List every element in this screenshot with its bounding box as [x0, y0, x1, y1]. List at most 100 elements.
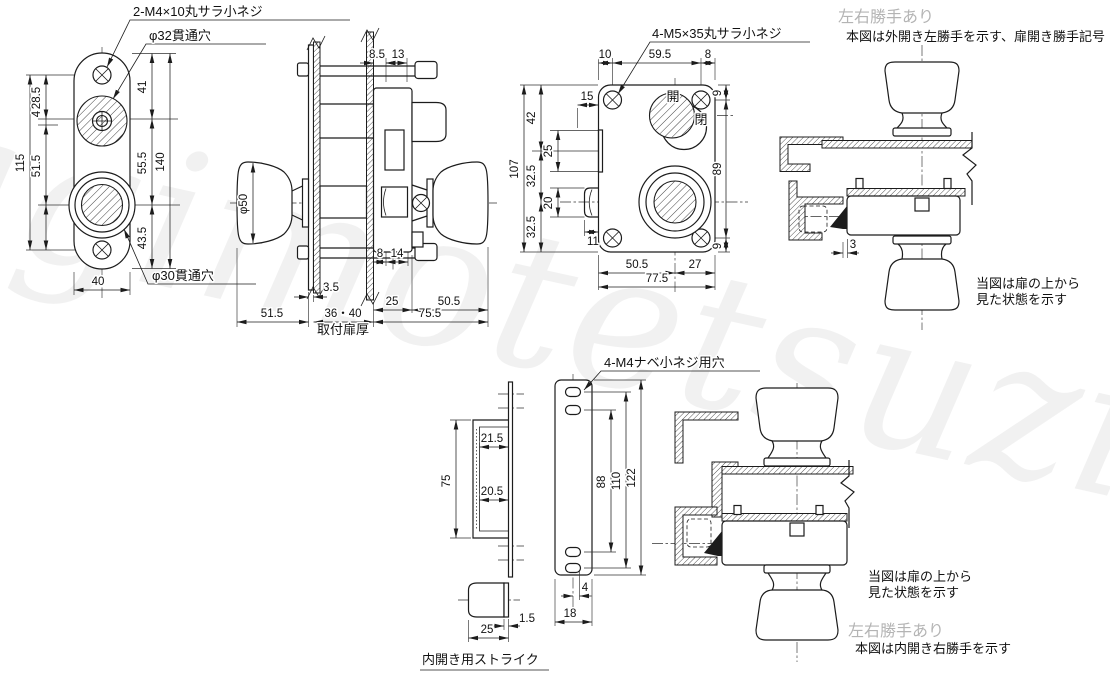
- dim-label: 11: [587, 236, 599, 248]
- dim-label: 13: [392, 49, 405, 61]
- dim-label: 8: [705, 49, 711, 61]
- screw-cross-icon: [95, 68, 109, 82]
- dim-label: 21.5: [481, 433, 503, 445]
- screw-slot: [564, 546, 582, 558]
- screw-cross-icon: [694, 93, 708, 107]
- latch-curve: [588, 189, 593, 216]
- dim-label: 40: [92, 276, 105, 288]
- view-note: 当図は扉の上から: [868, 569, 972, 584]
- extension-lines: [450, 419, 509, 642]
- dim-label: 88: [596, 476, 608, 489]
- hole30-label: φ30貫通穴: [152, 268, 214, 283]
- strike-frame-section: [788, 180, 844, 241]
- extension-lines: [554, 379, 646, 626]
- break-line-icon: [840, 460, 855, 528]
- break-line-icon: [962, 132, 977, 205]
- knob-top: [755, 387, 839, 442]
- dim-label: 20.5: [481, 486, 503, 498]
- knob-neck: [897, 243, 947, 260]
- dim-label: 8.5: [369, 49, 385, 61]
- door-thickness-label: 取付扉厚: [317, 322, 369, 337]
- mount-stud: [943, 177, 952, 190]
- post-boss: [414, 60, 438, 80]
- view-note: 見た状態を示す: [868, 585, 959, 600]
- dim-label: 9: [712, 243, 724, 249]
- strike-frame-section: [674, 506, 718, 566]
- handing-detail-note: 本図は外開き左勝手を示す、扉開き勝手記号: [846, 29, 1105, 44]
- dim-label: 8: [377, 248, 383, 260]
- screw-head: [296, 245, 310, 260]
- latch-bolt: [830, 206, 847, 229]
- door-skin-section: [366, 31, 374, 301]
- knob-inside: [432, 161, 489, 245]
- screw-spec-label: 2-M4×10丸サラ小ネジ: [133, 4, 263, 19]
- knob-top: [884, 61, 960, 114]
- screw-spec-label: 4-M5×35丸サラ小ネジ: [652, 26, 782, 41]
- view-strike-front: 88 110 122 4 18 4-M4ナベ小ネジ用穴: [554, 354, 760, 626]
- spindle: [789, 522, 805, 537]
- leader-line: [123, 228, 256, 285]
- close-mark: 閉: [694, 112, 707, 127]
- view-strike-side: 75 21.5 20.5 1.5 25 内開き用ストライク: [420, 381, 549, 671]
- dim-label: 25: [386, 296, 399, 308]
- post-boss: [414, 242, 438, 262]
- knob-neck: [411, 184, 428, 222]
- view-note: 見た状態を示す: [976, 292, 1067, 307]
- dim-label: φ50: [238, 194, 250, 214]
- dim-label: 122: [626, 468, 638, 487]
- dim-label: 42: [526, 112, 538, 125]
- knob-bottom: [755, 589, 839, 641]
- knob-collar: [763, 564, 831, 574]
- slot-spec-label: 4-M4ナベ小ネジ用穴: [604, 355, 725, 370]
- dim-label: 27: [689, 259, 702, 271]
- dim-label: 51.5: [261, 308, 283, 320]
- dim-label: 10: [599, 49, 612, 61]
- screw-slot: [564, 386, 582, 398]
- screw-cross-icon: [414, 196, 428, 210]
- hole32-label: φ32貫通穴: [149, 28, 211, 43]
- latch-unit: [380, 186, 409, 218]
- mount-stud: [855, 177, 864, 190]
- view-top-outward-left: 3 左右勝手あり 本図は外開き左勝手を示す、扉開き勝手記号 当図は扉の上から 見…: [779, 8, 1105, 330]
- knob-collar: [892, 127, 952, 137]
- screw-slot: [564, 404, 582, 416]
- dim-label: 50.5: [626, 259, 648, 271]
- extension-lines: [842, 239, 848, 258]
- leader-line: [112, 43, 266, 100]
- dim-label: 77.5: [646, 273, 668, 285]
- screw-cross-icon: [605, 231, 620, 245]
- faceplate-edge: [597, 129, 604, 173]
- strike-box-hidden: [798, 205, 828, 233]
- dim-label: 140: [155, 152, 167, 171]
- knob-neck: [767, 440, 827, 459]
- rose-inner-ring: [74, 177, 130, 233]
- strike-plate: [554, 379, 593, 576]
- mount-stud: [815, 504, 824, 516]
- center-cross-icon: [93, 112, 111, 130]
- door-skin-section: [821, 140, 973, 149]
- screw-posts: [320, 65, 415, 259]
- handing-note: 左右勝手あり: [838, 8, 934, 26]
- knob-neck: [896, 112, 948, 129]
- view-note: 当図は扉の上から: [976, 276, 1080, 291]
- strike-bracket-inner: [479, 426, 509, 532]
- door-frame-section: [674, 411, 739, 464]
- leader-line: [617, 41, 810, 95]
- view-top-inward-right: 当図は扉の上から 見た状態を示す 左右勝手あり 本図は内開き右勝手を示す: [652, 383, 1011, 662]
- dim-label: 25: [543, 145, 555, 158]
- strike-box: [467, 582, 505, 618]
- dim-label: 9: [712, 90, 724, 96]
- lock-case: [721, 520, 848, 566]
- knob-rose-ring: [645, 172, 705, 232]
- screw-cross-icon: [605, 93, 620, 107]
- spindle: [914, 197, 930, 212]
- stop-button: [411, 231, 424, 248]
- handing-note: 左右勝手あり: [848, 622, 944, 640]
- screw-slot: [564, 562, 582, 574]
- dim-label: 43.5: [137, 227, 149, 249]
- door-skin-section: [846, 188, 966, 197]
- dim-label: 107: [509, 159, 521, 178]
- view-escutcheon-front: 115 28.5 4 51.5 41 55.5 43.5 140 40 2-M4…: [14, 3, 350, 298]
